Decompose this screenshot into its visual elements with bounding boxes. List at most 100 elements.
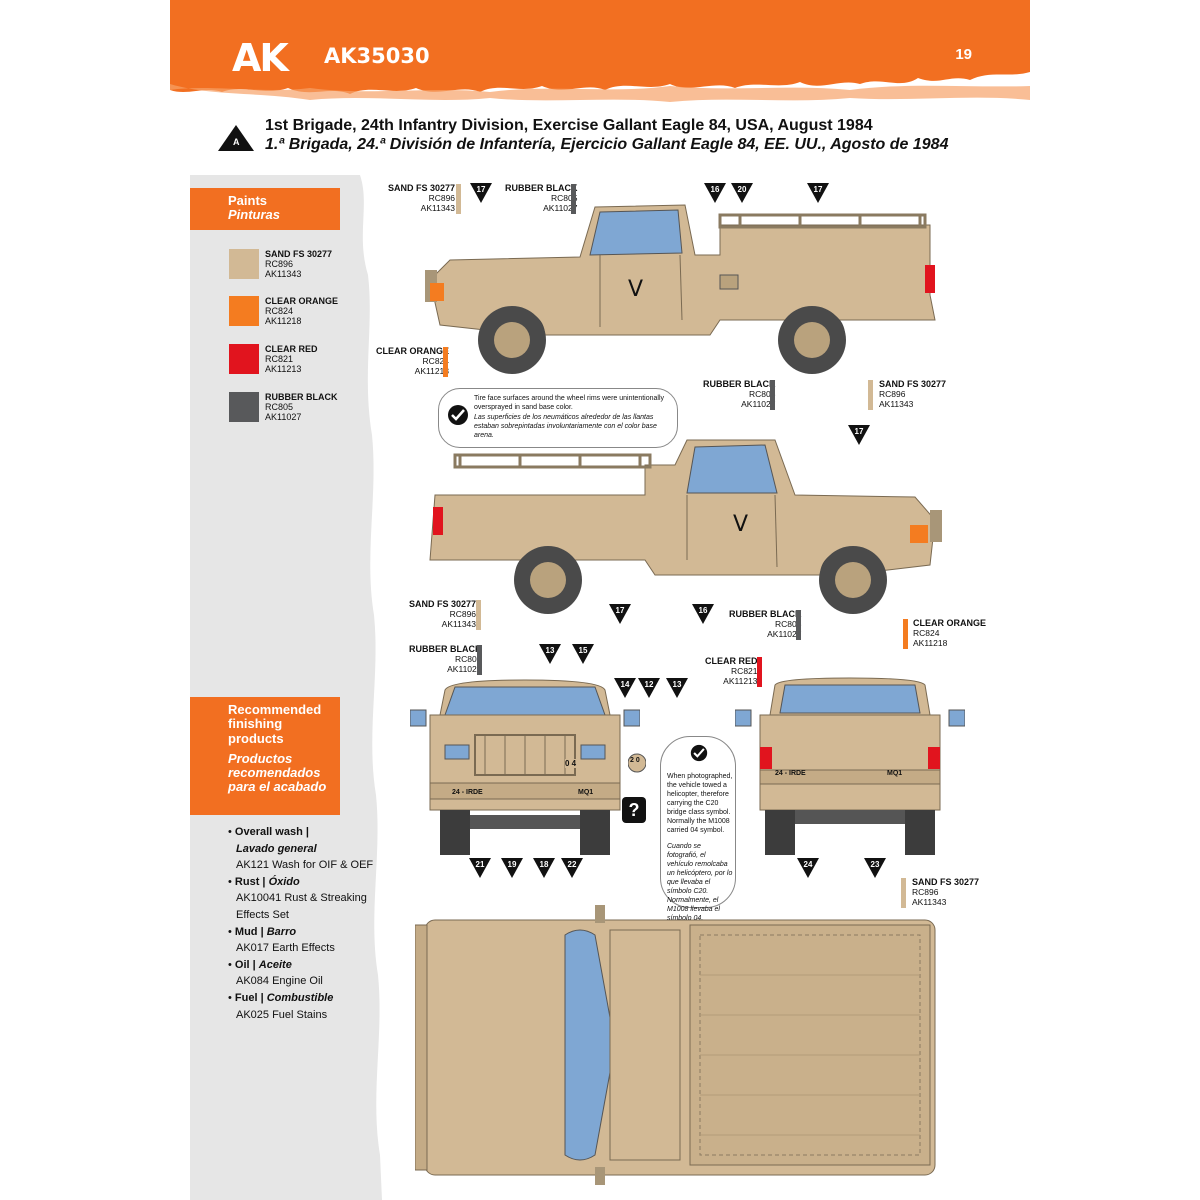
paint-name: CLEAR RED bbox=[265, 344, 318, 354]
decal-number: 16 bbox=[710, 185, 720, 194]
color-bar-black bbox=[770, 380, 775, 410]
truck-left-side-view bbox=[425, 204, 936, 374]
tire-note-es: Las superficies de los neumáticos alrede… bbox=[474, 414, 657, 439]
paint-ak: AK11343 bbox=[265, 269, 302, 279]
color-bar-black bbox=[571, 184, 576, 214]
truck-front-view bbox=[410, 679, 640, 855]
decal-number-marker: 23 bbox=[864, 858, 886, 878]
bridge-disc-number: 2 0 bbox=[630, 757, 640, 764]
decal-number: 13 bbox=[672, 680, 682, 689]
door-marking-v: V bbox=[628, 277, 644, 302]
color-bar-sand bbox=[456, 184, 461, 214]
bridge-note-en: When photographed, the vehicle towed a h… bbox=[667, 773, 733, 834]
decal-number-marker: 13 bbox=[666, 678, 688, 698]
decal-number: 17 bbox=[615, 606, 625, 615]
tire-note-box bbox=[438, 388, 678, 448]
color-bar-red bbox=[757, 657, 762, 687]
finish-item: • Fuel | Combustible bbox=[228, 991, 334, 1004]
decal-number-marker: 13 bbox=[539, 644, 561, 664]
decal-number-marker: 17 bbox=[609, 604, 631, 624]
paints-heading-es: Pinturas bbox=[228, 207, 281, 223]
decal-number: 17 bbox=[813, 185, 823, 194]
decal-number: 17 bbox=[476, 185, 486, 194]
decal-number-marker: 15 bbox=[572, 644, 594, 664]
paint-rc: RC821 bbox=[265, 354, 294, 364]
paint-ak: AK11218 bbox=[265, 316, 302, 326]
paint-ak: AK11213 bbox=[265, 364, 302, 374]
decal-number: 24 bbox=[803, 860, 813, 869]
finishing-heading: Recommended finishing products Productos… bbox=[190, 697, 340, 815]
color-bar-black bbox=[477, 645, 482, 675]
swatch-color bbox=[229, 249, 259, 279]
decal-number: 12 bbox=[644, 680, 654, 689]
check-icon bbox=[448, 405, 468, 425]
front-bumper-vehicle: MQ1 bbox=[578, 789, 594, 796]
truck-top-view bbox=[415, 905, 936, 1185]
swatch-color bbox=[229, 296, 259, 326]
paints-heading-en: Paints bbox=[228, 193, 268, 208]
scheme-triangle-icon bbox=[218, 125, 254, 151]
product-code: AK35030 bbox=[324, 44, 430, 68]
paint-ak: AK11027 bbox=[265, 412, 302, 422]
door-marking-v: V bbox=[733, 512, 749, 537]
finish-item: • Mud | Barro bbox=[228, 925, 297, 938]
decal-number: 15 bbox=[578, 646, 588, 655]
paint-rc: RC805 bbox=[265, 402, 294, 412]
unknown-marking: ? bbox=[622, 797, 646, 823]
swatch-color bbox=[229, 392, 259, 422]
color-bar-black bbox=[796, 610, 801, 640]
decal-number-marker: 21 bbox=[469, 858, 491, 878]
finish-product: Effects Set bbox=[236, 908, 289, 921]
truck-right-side-view bbox=[429, 439, 942, 614]
finish-product: AK084 Engine Oil bbox=[236, 975, 323, 988]
finish-item: • Overall wash | bbox=[228, 826, 309, 838]
bridge-class-disc bbox=[628, 753, 646, 773]
color-bar-orange bbox=[443, 347, 448, 377]
paint-rc: RC824 bbox=[265, 306, 294, 316]
decal-number: 18 bbox=[539, 860, 549, 869]
decal-number: 21 bbox=[475, 860, 485, 869]
swatch-color bbox=[229, 344, 259, 374]
decal-number: 16 bbox=[698, 606, 708, 615]
finishing-list: • Overall wash | Lavado general AK121 Wa… bbox=[228, 824, 378, 1023]
finish-product: AK121 Wash for OIF & OEF bbox=[236, 859, 374, 872]
scheme-title-english: 1st Brigade, 24th Infantry Division, Exe… bbox=[265, 117, 873, 134]
finish-product: AK10041 Rust & Streaking bbox=[236, 892, 367, 905]
finish-item: • Oil | Aceite bbox=[228, 958, 292, 971]
page-number: 19 bbox=[955, 46, 972, 63]
front-bridge-plate: 0 4 bbox=[565, 759, 577, 768]
decal-number-marker: 12 bbox=[638, 678, 660, 698]
decal-number-marker: 16 bbox=[704, 183, 726, 203]
left-sidebar bbox=[190, 175, 360, 1200]
color-bar-sand bbox=[901, 878, 906, 908]
front-bumper-unit: 24 - IRDE bbox=[452, 789, 483, 796]
truck-rear-view bbox=[735, 677, 965, 855]
color-bar-sand bbox=[476, 600, 481, 630]
finish-product: AK017 Earth Effects bbox=[236, 942, 335, 955]
bridge-note-box bbox=[660, 736, 736, 908]
decal-number-marker: 20 bbox=[731, 183, 753, 203]
decal-number: 23 bbox=[870, 860, 880, 869]
finish-product: AK025 Fuel Stains bbox=[236, 1008, 328, 1021]
decal-number-marker: 17 bbox=[470, 183, 492, 203]
finish-item: • Rust | Óxido bbox=[228, 875, 300, 888]
finishing-heading-en: Recommended finishing products bbox=[228, 702, 322, 746]
scheme-letter: A bbox=[233, 137, 240, 147]
decal-number: 17 bbox=[854, 427, 864, 436]
rear-bumper-vehicle: MQ1 bbox=[887, 770, 903, 777]
orange-brush-banner bbox=[170, 0, 1030, 102]
bridge-note-es: Cuando se fotografió, el vehículo remolc… bbox=[667, 843, 733, 922]
tire-note-en: Tire face surfaces around the wheel rims… bbox=[474, 395, 665, 411]
scheme-title-spanish: 1.ª Brigada, 24.ª División de Infantería… bbox=[265, 136, 949, 153]
sidebar-brush-edge bbox=[360, 175, 382, 1200]
decal-number-marker: 24 bbox=[797, 858, 819, 878]
